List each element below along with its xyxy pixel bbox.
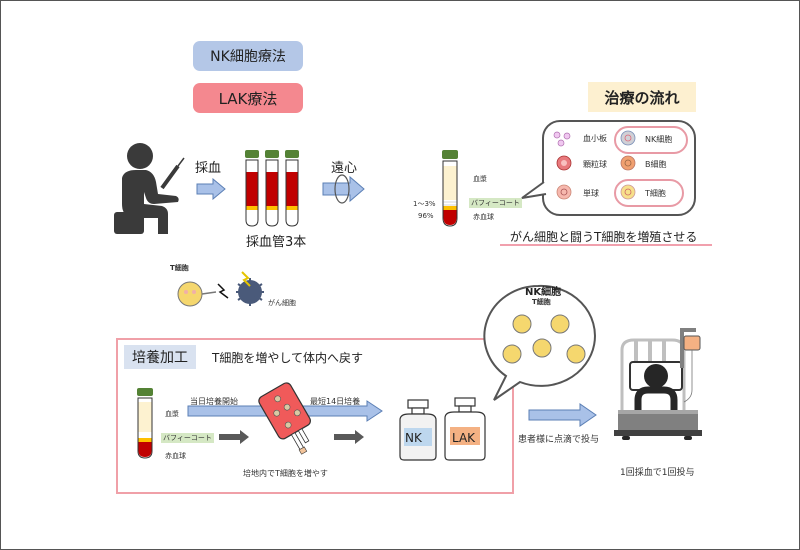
expanded-cells-bubble	[483, 284, 596, 401]
expanded-nk-cells-label: NK細胞	[525, 287, 562, 298]
treatment-flow-title: 治療の流れ	[588, 82, 696, 112]
rbc-label: 赤血球	[473, 213, 494, 221]
monocyte-icon	[556, 184, 572, 200]
b-cell-icon	[620, 155, 636, 171]
patient-in-bed-icon	[614, 328, 702, 440]
goal-underline	[500, 244, 712, 246]
one-draw-one-dose-label: 1回採血で1回投与	[620, 468, 695, 478]
bubble-tail	[521, 181, 547, 199]
nk-cell-icon	[620, 130, 636, 146]
t-cell-highlight	[614, 179, 684, 207]
infusion-arrow-icon	[528, 403, 597, 427]
t-cell-label: T細胞	[645, 189, 666, 198]
culture-bag-icon	[258, 382, 311, 455]
goal-text: がん細胞と闘うT細胞を増殖させる	[510, 230, 698, 244]
platelet-icon	[553, 131, 571, 147]
gray-arrow-icon-2	[334, 430, 364, 444]
min-14-days-label: 最短14日培養	[310, 397, 361, 406]
centrifuge-arrow-icon	[322, 174, 365, 204]
nk-therapy-tag: NK細胞療法	[193, 41, 303, 71]
nk-cell-highlight	[614, 126, 688, 154]
rbc-percent-label: 96%	[418, 212, 434, 220]
granulocyte-label: 顆粒球	[583, 160, 607, 169]
fight-t-cell-label: T細胞	[170, 264, 189, 272]
plasma-label: 血漿	[473, 175, 487, 183]
grow-in-medium-label: 培地内でT細胞を増やす	[243, 469, 328, 478]
patient-blood-draw-icon	[114, 143, 185, 234]
buffy-percent-label: 1～3%	[413, 200, 436, 208]
granulocyte-icon	[556, 155, 572, 171]
lak-bottle-label: LAK	[452, 431, 476, 445]
t-cell-icon	[620, 184, 636, 200]
monocyte-label: 単球	[583, 189, 599, 198]
culture-tube-icon	[137, 388, 153, 459]
b-cell-label: B細胞	[645, 160, 667, 169]
culture-subtitle: T細胞を増やして体内へ戻す	[212, 351, 363, 365]
culture-title: 培養加工	[124, 345, 196, 369]
fight-cancer-cell-label: がん細胞	[268, 299, 296, 307]
separated-tube-icon	[442, 150, 458, 227]
centrifuge-label: 遠心	[331, 161, 358, 176]
lak-therapy-tag: LAK療法	[193, 83, 303, 113]
culture-buffy-label: バフィーコート	[161, 433, 214, 443]
nk-bottle-icon	[399, 399, 437, 461]
tubes-count-label: 採血管3本	[246, 235, 307, 250]
blood-draw-label: 採血	[195, 161, 222, 176]
t-cell-vs-cancer-illustration	[177, 271, 264, 307]
culture-process-box	[116, 338, 514, 494]
drip-infusion-label: 患者様に点滴で投与	[518, 435, 600, 445]
nk-bottle-label: NK	[405, 431, 422, 445]
lak-bottle-icon	[444, 397, 486, 461]
start-same-day-label: 当日培養開始	[190, 397, 238, 406]
platelet-label: 血小板	[583, 134, 607, 143]
culture-rbc-label: 赤血球	[165, 452, 186, 460]
arrow-right-icon	[196, 178, 226, 200]
gray-arrow-icon	[219, 430, 249, 444]
expanded-t-cells-label: T細胞	[532, 298, 551, 306]
nk-cell-label: NK細胞	[645, 135, 673, 144]
culture-plasma-label: 血漿	[165, 410, 179, 418]
buffy-coat-label: バフィーコート	[469, 198, 522, 208]
blood-tubes-icon	[245, 149, 300, 227]
